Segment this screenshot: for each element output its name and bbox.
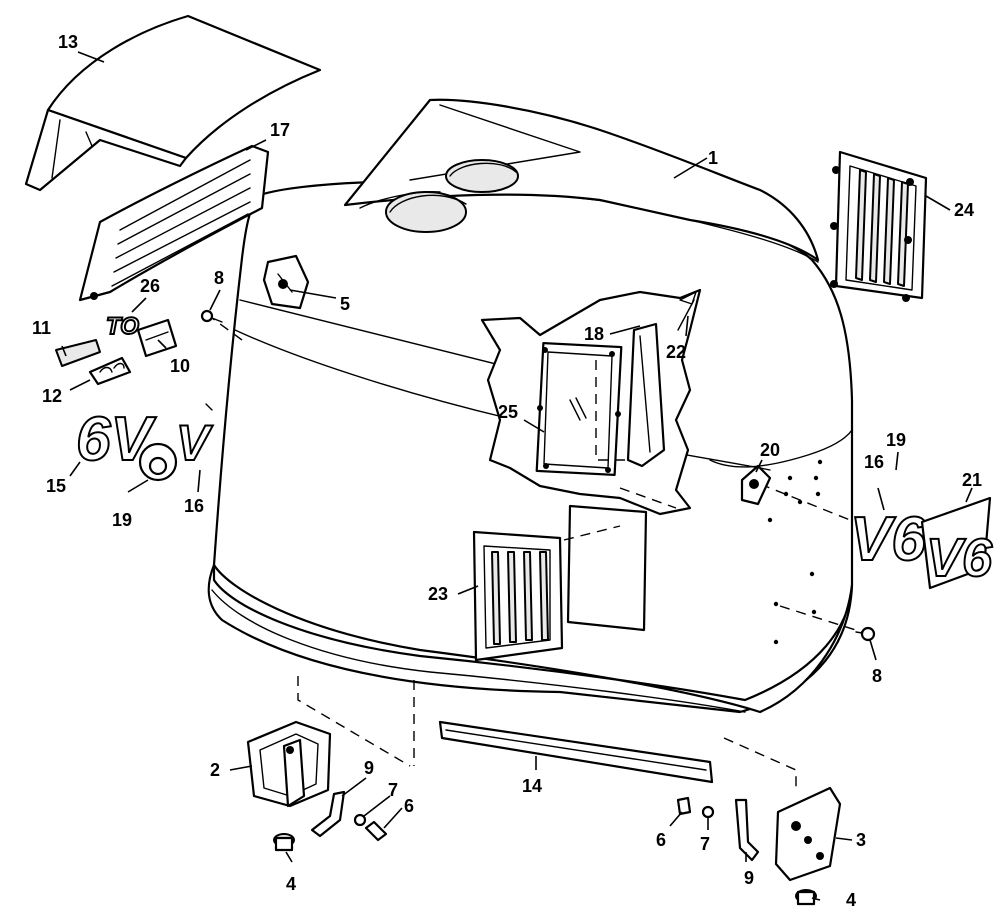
callout-9-right: 9 xyxy=(744,868,754,888)
callout-21: 21 xyxy=(962,470,982,490)
callout-7-right: 7 xyxy=(700,834,710,854)
callout-5: 5 xyxy=(340,294,350,314)
callout-20: 20 xyxy=(760,440,780,460)
callout-labels: 1 2 3 4 4 5 6 6 7 7 8 8 9 9 10 11 12 13 … xyxy=(32,32,982,910)
latch-3 xyxy=(774,786,842,882)
callout-15: 15 xyxy=(46,476,66,496)
callout-9-left: 9 xyxy=(364,758,374,778)
callout-16-left: 16 xyxy=(184,496,204,516)
callout-19-right: 19 xyxy=(886,430,906,450)
cover-bracket xyxy=(262,254,310,310)
v-small-decal: V xyxy=(176,415,213,471)
cover-cutaway xyxy=(480,288,702,516)
screw-8-left xyxy=(200,309,223,323)
callout-12: 12 xyxy=(42,386,62,406)
to-badge: TO xyxy=(106,313,139,340)
callout-17: 17 xyxy=(270,120,290,140)
callout-10: 10 xyxy=(170,356,190,376)
callout-6-left: 6 xyxy=(404,796,414,816)
nut-4-right xyxy=(795,889,817,906)
callout-18: 18 xyxy=(584,324,604,344)
callout-23: 23 xyxy=(428,584,448,604)
mounting-holes xyxy=(767,459,823,645)
screw-6-right xyxy=(676,796,692,816)
decal-11 xyxy=(55,339,101,367)
callout-4-left: 4 xyxy=(286,874,296,894)
callout-2: 2 xyxy=(210,760,220,780)
decal-v6-script: V6 xyxy=(849,504,927,575)
clip-9-right xyxy=(734,798,760,862)
callout-14: 14 xyxy=(522,776,542,796)
decal-16-left: V xyxy=(175,403,214,472)
washer-7-left xyxy=(353,813,367,827)
callout-3: 3 xyxy=(856,830,866,850)
leader-lines xyxy=(61,51,973,901)
lower-intake-grille xyxy=(472,504,648,662)
callout-8-left: 8 xyxy=(214,268,224,288)
callout-11: 11 xyxy=(32,318,51,338)
callout-26: 26 xyxy=(140,276,160,296)
decal-26: TO xyxy=(105,312,140,341)
decal-19-left xyxy=(138,442,178,482)
callout-8-right: 8 xyxy=(872,666,882,686)
callout-7-left: 7 xyxy=(388,780,398,800)
washer-7-right xyxy=(701,805,715,819)
callout-4-right: 4 xyxy=(846,890,856,910)
callout-24: 24 xyxy=(954,200,974,220)
callout-25: 25 xyxy=(498,402,518,422)
callout-13: 13 xyxy=(58,32,78,52)
clip-9-left xyxy=(310,790,346,838)
v6-boxed-decal: V6 xyxy=(926,528,993,588)
seal-strip-14 xyxy=(438,720,714,784)
callout-19-left: 19 xyxy=(112,510,132,530)
callout-16-right: 16 xyxy=(864,452,884,472)
decal-10 xyxy=(136,318,178,358)
screw-6-left xyxy=(364,820,388,842)
screw-8-right xyxy=(855,626,876,642)
nut-4-left xyxy=(273,833,295,852)
hood-cover-13 xyxy=(24,14,322,192)
side-grommet xyxy=(740,464,772,506)
callout-6-right: 6 xyxy=(656,830,666,850)
decal-v6-boxed: V6 xyxy=(920,496,994,590)
latch-2 xyxy=(246,720,332,808)
side-grille-24 xyxy=(830,150,928,302)
callout-1: 1 xyxy=(708,148,718,168)
decal-12 xyxy=(88,356,132,386)
v6-script-decal: V6 xyxy=(850,505,926,574)
front-grille-17 xyxy=(78,144,270,302)
callout-22: 22 xyxy=(666,342,686,362)
